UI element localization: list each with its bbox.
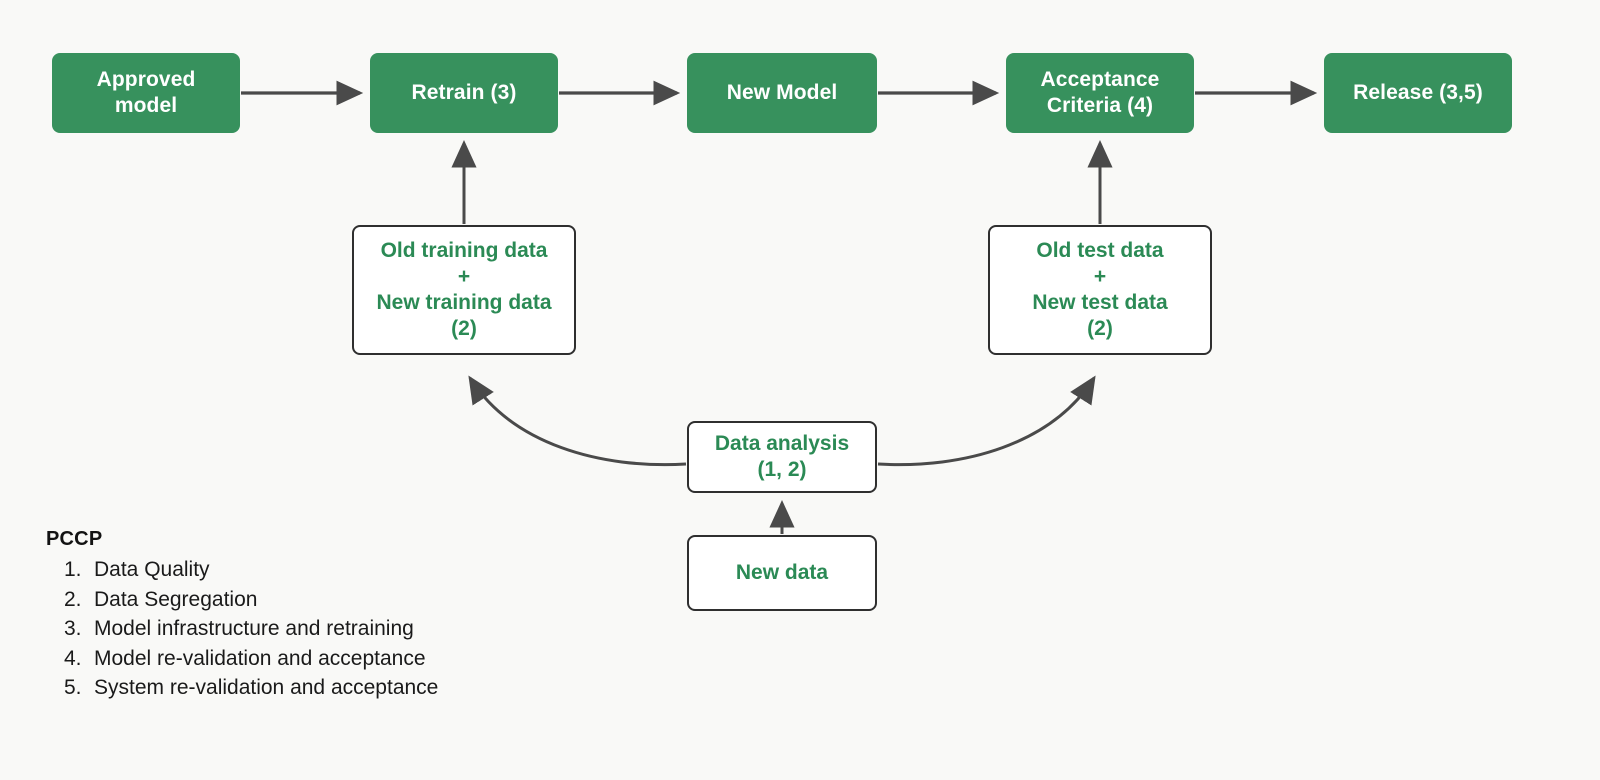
pccp-legend: PCCP 1. Data Quality 2. Data Segregation… — [46, 528, 438, 703]
legend-item-number: 5. — [64, 676, 82, 699]
node-retrain-label: Retrain (3) — [411, 80, 517, 104]
node-training-data[interactable]: Old training data + New training data (2… — [352, 225, 576, 355]
legend-item: 3. Model infrastructure and retraining — [46, 614, 438, 644]
legend-item: 5. System re-validation and acceptance — [46, 673, 438, 703]
legend-item-number: 4. — [64, 646, 82, 670]
node-new-model[interactable]: New Model — [687, 53, 877, 133]
legend-item-text: Model re-validation and acceptance — [94, 646, 426, 670]
node-approved-model[interactable]: Approved model — [52, 53, 240, 133]
edge-analysis-to-training — [468, 375, 687, 467]
legend-item-text: System re-validation and acceptance — [94, 676, 439, 699]
legend-item: 4. Model re-validation and acceptance — [46, 644, 438, 674]
legend-item-text: Data Quality — [94, 558, 210, 581]
node-acceptance-criteria-label: Acceptance Criteria (4) — [1040, 67, 1160, 117]
node-acceptance-criteria[interactable]: Acceptance Criteria (4) — [1006, 53, 1194, 133]
legend-item-text: Data Segregation — [94, 587, 258, 611]
node-new-model-label: New Model — [726, 80, 838, 104]
node-approved-model-label: Approved model — [96, 67, 196, 117]
node-data-analysis[interactable]: Data analysis (1, 2) — [687, 421, 877, 493]
legend-item: 2. Data Segregation — [46, 585, 438, 615]
node-release-label: Release (3,5) — [1353, 80, 1483, 104]
legend-item-number: 3. — [64, 617, 82, 640]
node-test-data-label: Old test data + New test data (2) — [1032, 238, 1168, 341]
legend-item-number: 2. — [64, 587, 82, 611]
node-data-analysis-label: Data analysis (1, 2) — [714, 431, 850, 481]
node-training-data-label: Old training data + New training data (2… — [376, 238, 552, 341]
node-release[interactable]: Release (3,5) — [1324, 53, 1512, 133]
node-new-data[interactable]: New data — [687, 535, 877, 611]
pccp-legend-list: 1. Data Quality 2. Data Segregation 3. M… — [46, 555, 438, 703]
edge-analysis-to-test — [877, 375, 1096, 467]
node-test-data[interactable]: Old test data + New test data (2) — [988, 225, 1212, 355]
legend-item-text: Model infrastructure and retraining — [94, 617, 414, 640]
node-new-data-label: New data — [735, 560, 829, 584]
legend-item-number: 1. — [64, 558, 82, 581]
legend-item: 1. Data Quality — [46, 555, 438, 585]
node-retrain[interactable]: Retrain (3) — [370, 53, 558, 133]
pccp-legend-title: PCCP — [46, 528, 103, 550]
